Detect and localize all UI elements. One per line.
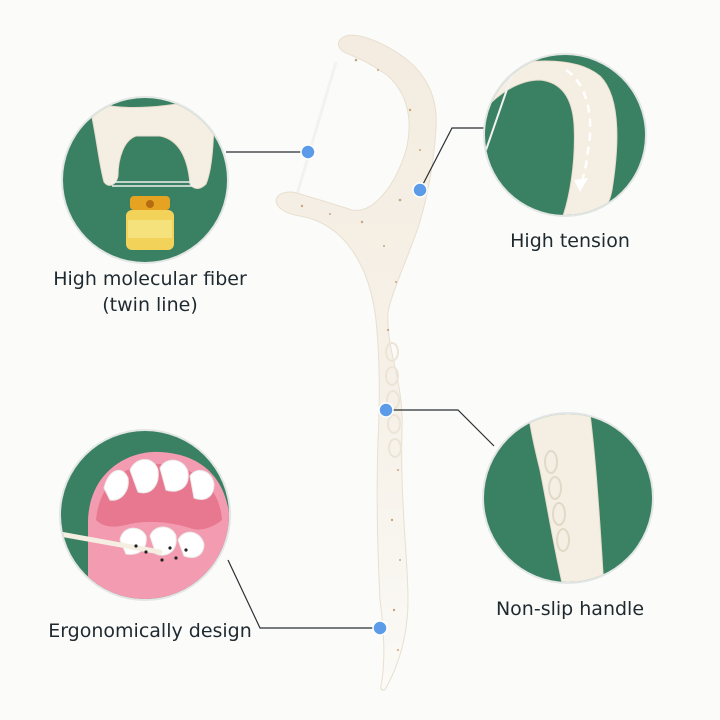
grip-ridges [385, 342, 402, 458]
anchor-dots [300, 144, 428, 636]
floss-pick-in-mouth [61, 531, 163, 555]
anchor-dot-fiber [300, 144, 316, 160]
connector-tension [419, 127, 488, 191]
label-fiber-line2: (twin line) [102, 294, 198, 316]
floss-pick [275, 34, 437, 691]
callout-circle-tension [483, 53, 647, 217]
pick-body [275, 34, 437, 691]
callout-circle-handle [482, 412, 654, 584]
label-fiber-line1: High molecular fiber [53, 268, 247, 290]
floss-line [294, 61, 338, 199]
dashed-arrow [565, 68, 592, 187]
label-high-tension: High tension [510, 230, 630, 252]
handle-closeup [527, 414, 605, 582]
speckles [300, 58, 421, 651]
connector-ergonomic [227, 559, 380, 629]
anchor-dot-tension [412, 182, 428, 198]
label-ergonomically-design: Ergonomically design [48, 620, 252, 642]
connector-lines [226, 127, 495, 629]
callout-circle-ergonomic [59, 429, 231, 601]
callout-circle-fiber [61, 96, 229, 264]
label-non-slip-handle: Non-slip handle [495, 598, 645, 620]
label-high-molecular-fiber: High molecular fiber (twin line) [20, 266, 280, 318]
anchor-dot-handle [378, 402, 394, 418]
connector-handle [386, 409, 495, 447]
anchor-dot-ergonomic [372, 620, 388, 636]
